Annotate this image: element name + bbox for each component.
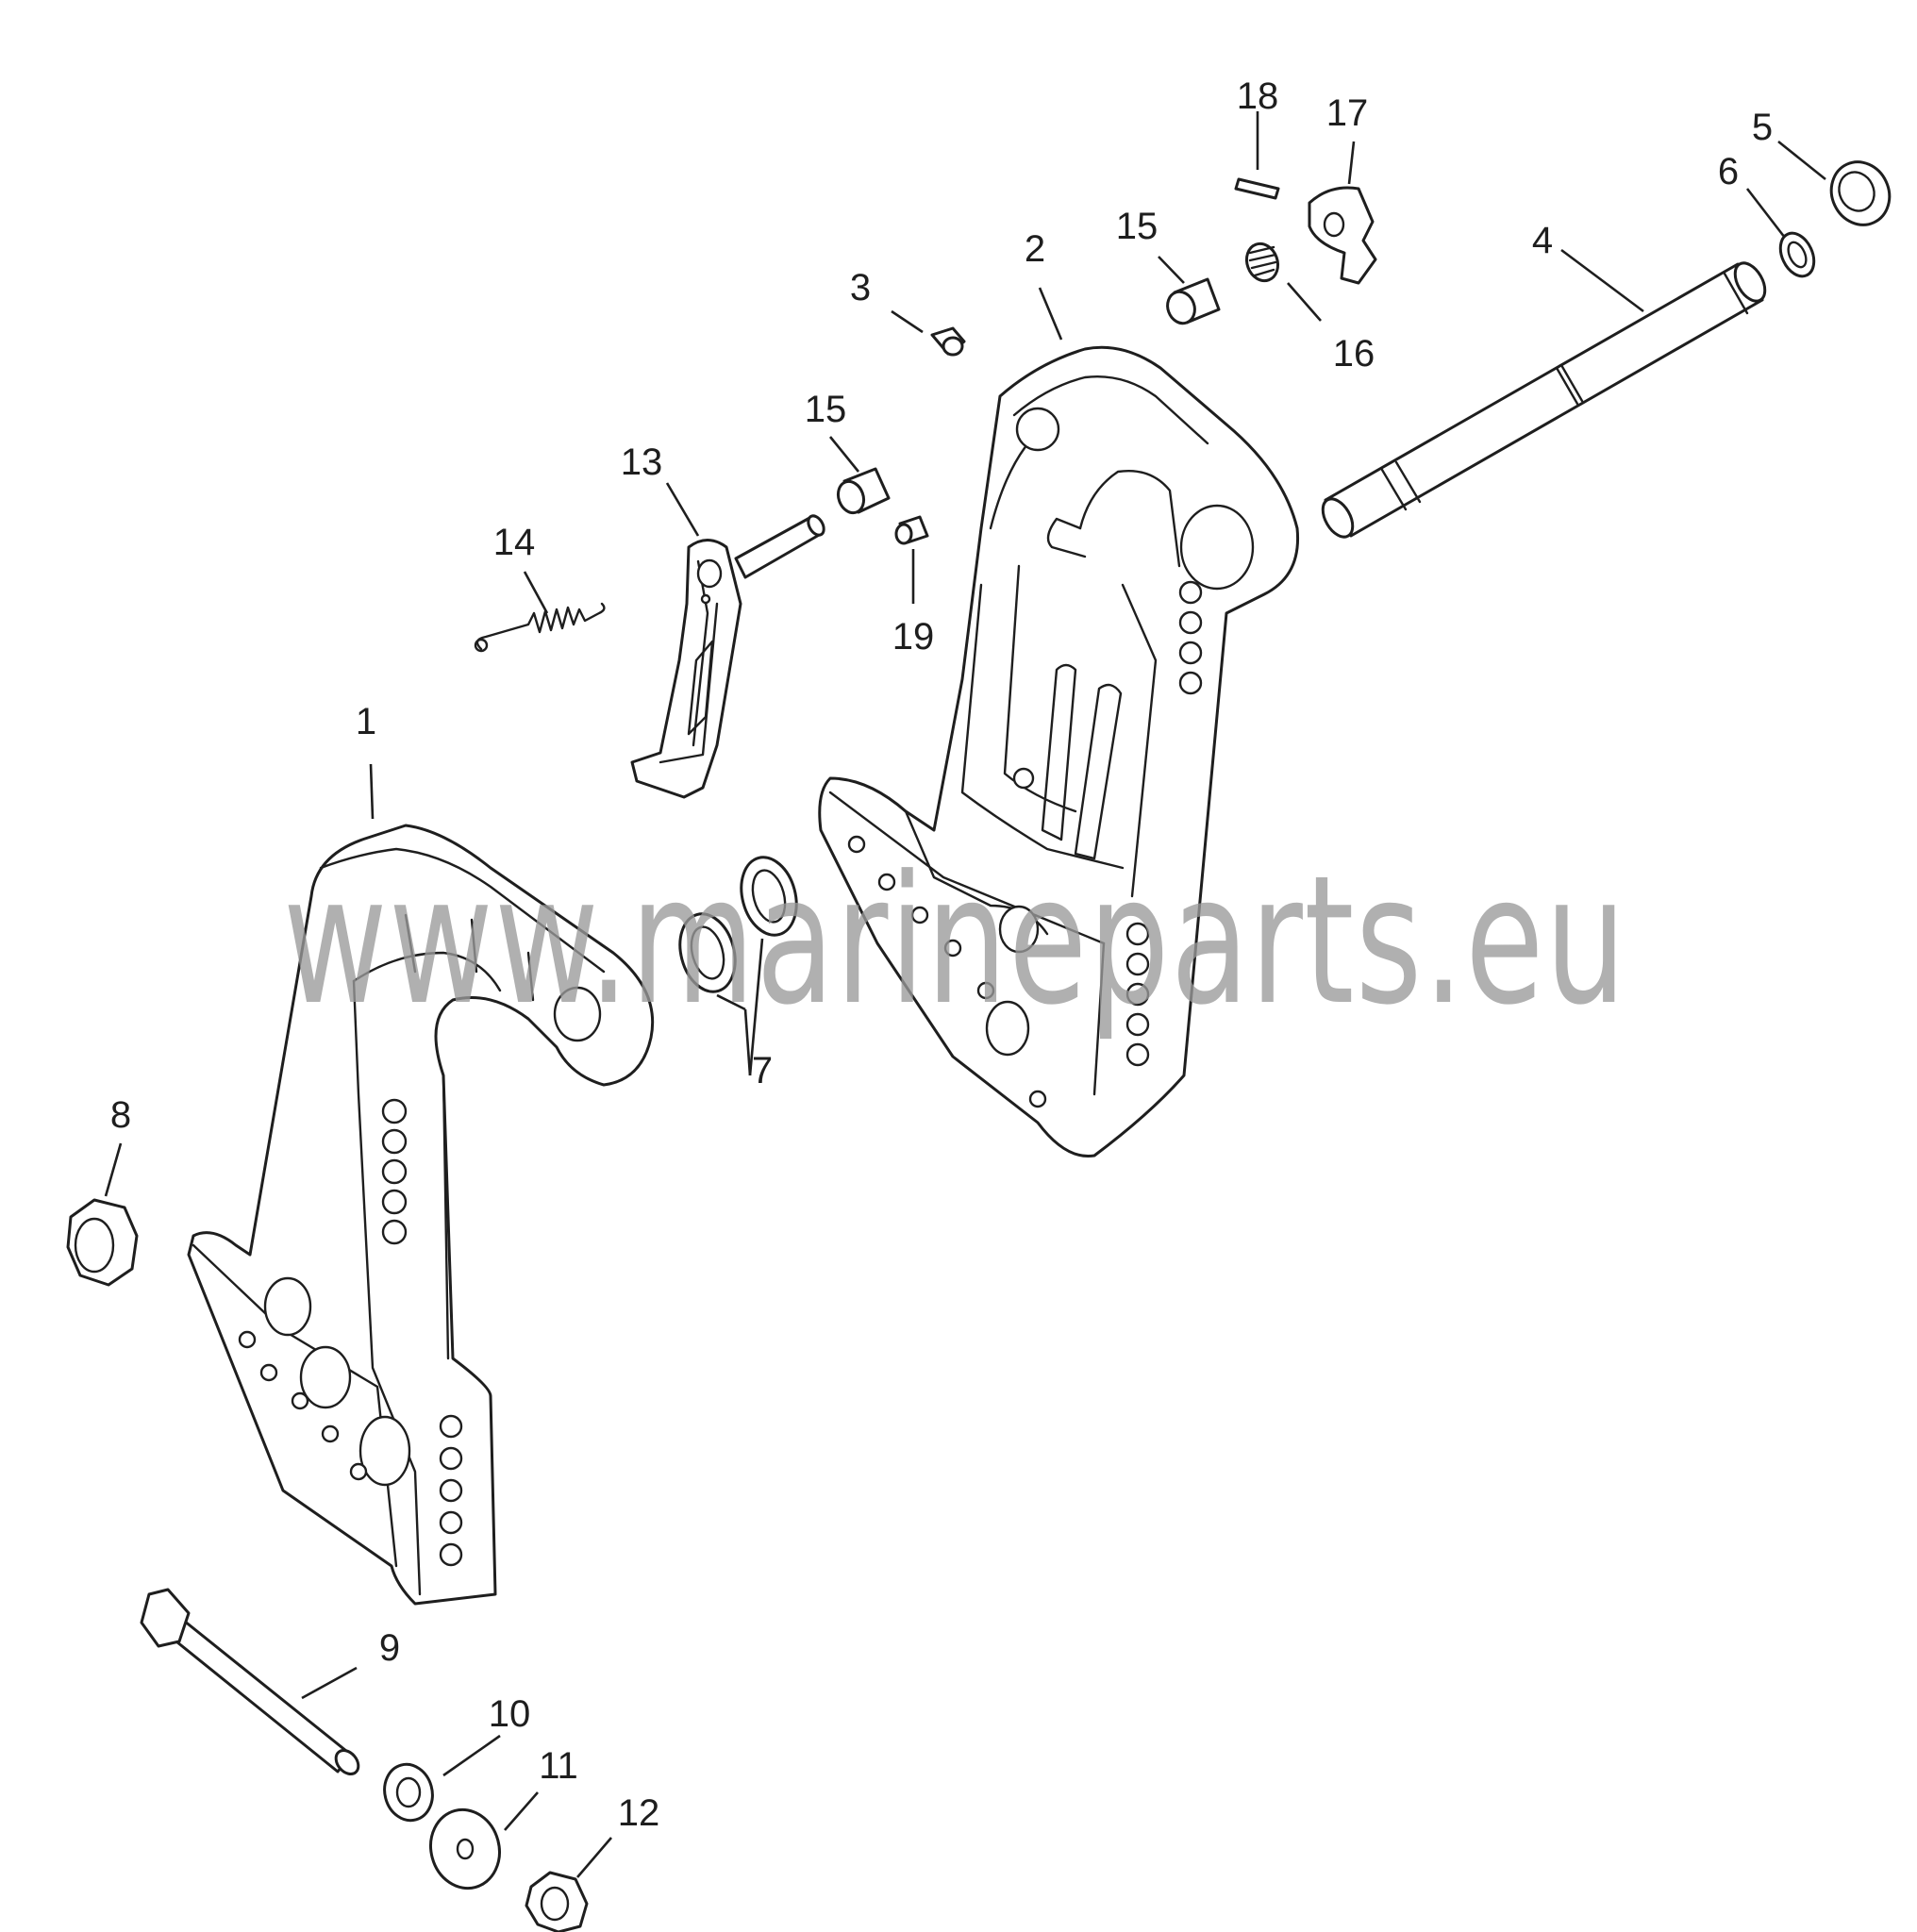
part-11-flat-washer	[429, 1807, 501, 1890]
callout-17: 17	[1326, 92, 1369, 134]
callout-5: 5	[1752, 107, 1773, 148]
part-2-clamp-bracket	[818, 345, 1300, 1158]
part-7-washers	[678, 856, 798, 993]
callout-18: 18	[1237, 75, 1279, 117]
watermark-text: www.marineparts.eu	[283, 838, 1627, 1044]
callout-12: 12	[618, 1792, 660, 1834]
callout-9: 9	[379, 1627, 400, 1669]
part-8-nut	[66, 1198, 139, 1287]
callout-10: 10	[489, 1693, 531, 1735]
callout-15b: 15	[1116, 206, 1159, 247]
callout-11: 11	[539, 1745, 578, 1787]
part-3-screw	[930, 326, 966, 357]
part-9-bolt	[140, 1588, 360, 1776]
part-17-latch	[1308, 186, 1377, 285]
callout-6: 6	[1718, 151, 1739, 192]
callout-14: 14	[493, 522, 536, 563]
callout-7: 7	[752, 1050, 773, 1091]
part-12-lock-nut	[525, 1871, 589, 1932]
callout-2: 2	[1025, 228, 1045, 270]
part-19-pin	[894, 515, 929, 545]
part-18-pin	[1234, 177, 1280, 200]
callout-4: 4	[1532, 220, 1553, 261]
callout-13: 13	[621, 441, 663, 483]
part-4-tilt-tube	[1321, 261, 1767, 539]
part-10-washer	[383, 1762, 434, 1823]
part-14-spring	[474, 602, 606, 653]
part-13-lever	[630, 514, 825, 799]
callout-8: 8	[110, 1094, 131, 1136]
callout-15a: 15	[805, 389, 847, 430]
part-1-clamp-bracket	[187, 824, 655, 1606]
callout-3: 3	[850, 267, 871, 308]
callout-19: 19	[892, 616, 935, 658]
callout-16: 16	[1333, 333, 1375, 375]
part-6-washer	[1778, 231, 1816, 278]
callout-1: 1	[356, 701, 376, 742]
part-5-nut	[1829, 160, 1892, 226]
leader-lines	[104, 111, 1826, 1878]
callout-labels: 1 2 3 4 5 6 7 8 9 10 11 12 13 14 15 15 1…	[110, 75, 1773, 1834]
part-15-bushing-upper	[1166, 277, 1221, 325]
part-16-spring	[1244, 242, 1280, 283]
part-15-bushing-lower	[836, 467, 891, 515]
